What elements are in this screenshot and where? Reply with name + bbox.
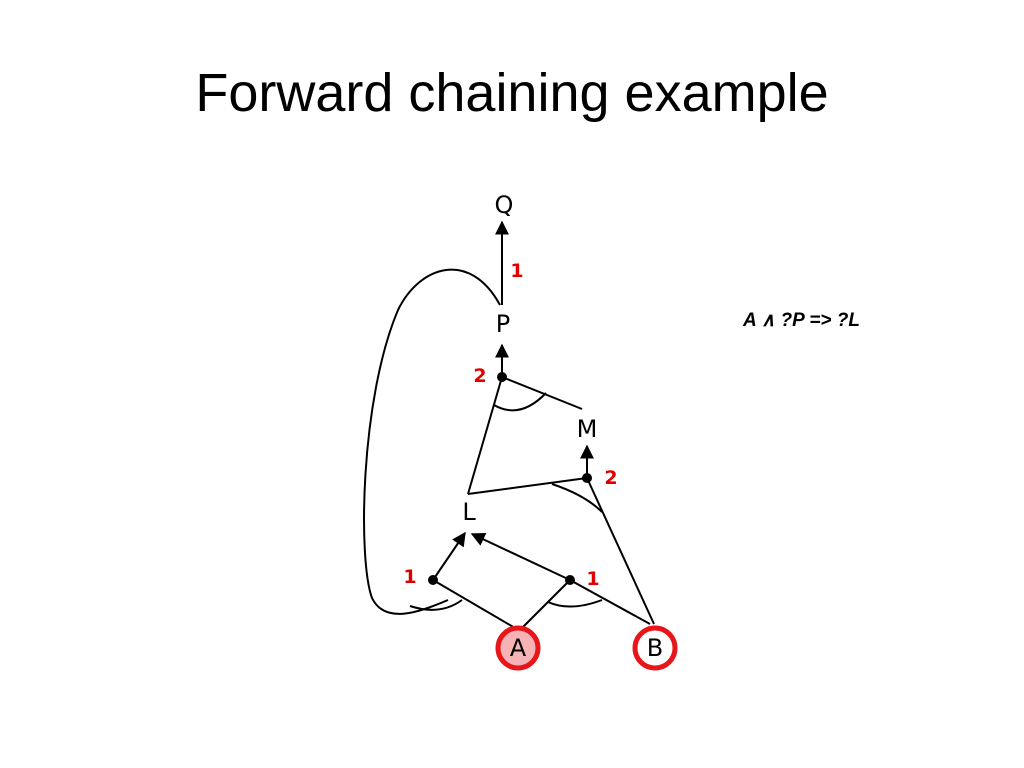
edge-junction-b-to-l [470, 533, 571, 581]
fact-node-b-circle [632, 625, 678, 671]
node-m-label: M [577, 415, 598, 443]
and-arc-m [551, 483, 603, 513]
node-b-label: B [647, 634, 663, 662]
node-l-label: L [462, 498, 476, 526]
count-label-l-b: 1 [586, 568, 599, 590]
fact-node-a-circle [495, 625, 541, 671]
node-a-label: A [510, 634, 527, 662]
node-p-label: P [496, 310, 510, 338]
edge-m-to-p-junction [501, 376, 583, 410]
edge-b-to-m-junction [586, 477, 655, 625]
and-arc-l-a [409, 599, 463, 611]
and-arc-p [493, 392, 547, 412]
edge-junction-a-to-l [432, 531, 466, 581]
edge-a-to-l-junction-b [521, 579, 571, 629]
edge-a-to-l-junction-a [432, 579, 516, 629]
slide-title: Forward chaining example [195, 63, 829, 123]
rule-annotation: A ∧ ?P => ?L [743, 310, 861, 331]
edge-l-to-p-junction [467, 376, 503, 495]
node-q-label: Q [495, 191, 514, 219]
count-label-p: 2 [473, 365, 486, 387]
and-arc-l-b [547, 599, 603, 608]
edge-l-to-m-junction [467, 477, 588, 495]
count-label-m: 2 [604, 467, 617, 489]
count-label-q: 1 [510, 260, 523, 282]
count-label-l-a: 1 [403, 566, 416, 588]
loop-edge-p-a [363, 268, 501, 615]
edge-b-to-l-junction-b [569, 579, 651, 625]
